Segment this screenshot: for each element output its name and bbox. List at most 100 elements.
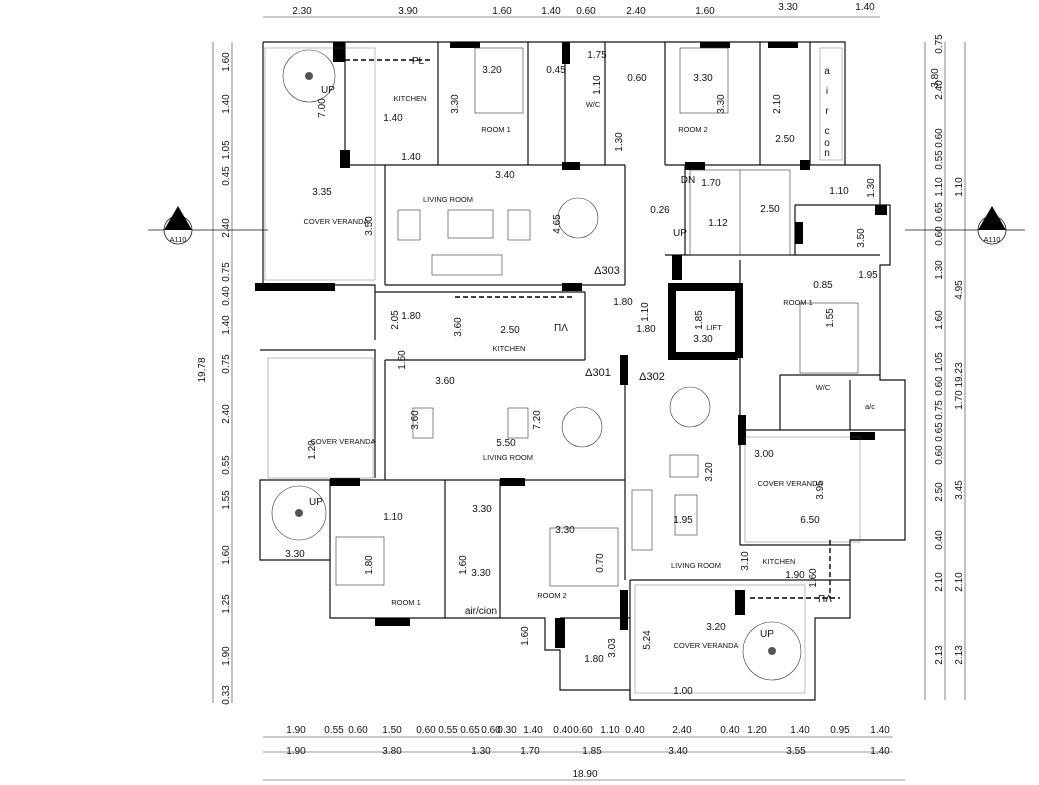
right-dim: 0.55 — [934, 150, 945, 170]
service-label: PL — [412, 56, 425, 67]
inner-dim: 1.80 — [401, 311, 421, 322]
right-dim: 1.05 — [934, 352, 945, 372]
right-dim-outer: 1.10 — [954, 177, 965, 197]
bottom-dim: 1.40 — [870, 725, 890, 736]
level-markers: Δ303 Δ301 Δ302 — [585, 265, 665, 383]
bottom-dim: 0.40 — [625, 725, 645, 736]
room-label: KITCHEN — [763, 557, 796, 566]
bottom-dim: 0.60 — [481, 725, 501, 736]
inner-dim: 1.10 — [592, 75, 603, 95]
right-dim: 2.40 — [934, 80, 945, 100]
room-labels: KITCHEN ROOM 1 W/C ROOM 2 LIVING ROOM CO… — [303, 94, 875, 650]
left-dim: 0.55 — [221, 455, 232, 475]
right-dim: 2.50 — [934, 482, 945, 502]
top-dim: 1.40 — [541, 6, 561, 17]
inner-dim: 2.50 — [775, 134, 795, 145]
room-label: ROOM 1 — [783, 298, 813, 307]
stair-up-label: UP — [673, 228, 687, 239]
room-label: KITCHEN — [394, 94, 427, 103]
room-label: LIFT — [706, 323, 722, 332]
top-dim: 0.60 — [576, 6, 596, 17]
right-dim: 0.60 — [934, 128, 945, 148]
inner-dim: 3.20 — [706, 622, 726, 633]
dimension-lines — [212, 16, 966, 781]
inner-dim: 3.20 — [482, 65, 502, 76]
inner-dim: 1.50 — [397, 350, 408, 370]
bottom-dim: 1.90 — [286, 725, 306, 736]
top-dimensions: 2.30 3.90 1.60 1.40 0.60 2.40 1.60 3.30 … — [292, 2, 875, 17]
level-marker: Δ301 — [585, 367, 611, 379]
bottom-dim: 3.40 — [668, 746, 688, 757]
bottom-dim: 1.10 — [600, 725, 620, 736]
bottom-dim: 1.20 — [747, 725, 767, 736]
bottom-dim: 0.60 — [573, 725, 593, 736]
inner-dim: 1.60 — [520, 626, 531, 646]
stair-up-label: UP — [309, 497, 323, 508]
right-dim: 1.60 — [934, 310, 945, 330]
right-dim: 0.60 — [934, 445, 945, 465]
inner-dimensions: 3.20 0.45 1.75 0.60 3.30 3.30 3.30 2.10 … — [285, 50, 878, 697]
left-dim: 0.75 — [221, 354, 232, 374]
inner-dim: 5.24 — [642, 630, 653, 650]
spiral-stairs — [271, 49, 802, 681]
inner-dim: 3.30 — [471, 568, 491, 579]
inner-dim: 7.20 — [532, 410, 543, 430]
room-label: air/cion — [465, 606, 497, 617]
section-marker-right: 1 A110 — [905, 206, 1025, 245]
bottom-dim: 0.30 — [497, 725, 517, 736]
inner-dim: 4.65 — [552, 214, 563, 234]
bottom-dim: 1.40 — [523, 725, 543, 736]
right-dim: 0.75 — [934, 34, 945, 54]
left-dim: 0.40 — [221, 286, 232, 306]
inner-dim: 3.30 — [285, 549, 305, 560]
right-dim-outer: 3.80 — [930, 68, 941, 88]
room-label: W/C — [586, 100, 601, 109]
structural-columns — [255, 42, 887, 648]
room-label: COVER VERANDA — [303, 217, 368, 226]
stair-up-label: UP — [760, 629, 774, 640]
inner-dim: 3.50 — [364, 216, 375, 236]
furniture — [335, 47, 859, 587]
top-dim: 1.60 — [695, 6, 715, 17]
room-label: LIVING ROOM — [423, 195, 473, 204]
inner-dim: 1.70 — [701, 178, 721, 189]
inner-dim: 3.35 — [312, 187, 332, 198]
bottom-dim: 0.40 — [553, 725, 573, 736]
aircon-letter: i — [826, 86, 828, 97]
top-dim: 2.30 — [292, 6, 312, 17]
left-dim: 1.60 — [221, 52, 232, 72]
inner-dim: 0.26 — [650, 205, 670, 216]
bottom-dim: 0.60 — [348, 725, 368, 736]
bottom-dim: 0.55 — [438, 725, 458, 736]
top-dim: 1.40 — [855, 2, 875, 13]
top-dim: 3.90 — [398, 6, 418, 17]
inner-dim: 6.50 — [800, 515, 820, 526]
left-dimensions: 1.60 1.40 1.05 0.45 2.40 0.75 0.40 1.40 … — [197, 52, 232, 705]
inner-dim: 1.55 — [825, 308, 836, 328]
inner-dim: 3.60 — [410, 410, 421, 430]
left-dim: 1.05 — [221, 140, 232, 160]
service-label: ΠΛ — [818, 594, 832, 605]
inner-dim: 1.10 — [640, 302, 651, 322]
left-dim: 0.33 — [221, 685, 232, 705]
inner-dim: 5.50 — [496, 438, 516, 449]
inner-dim: 0.70 — [595, 553, 606, 573]
top-dim: 2.40 — [626, 6, 646, 17]
room-label: COVER VERANDA — [310, 437, 375, 446]
inner-dim: 3.03 — [607, 638, 618, 658]
right-dim: 0.60 — [934, 226, 945, 246]
inner-dim: 1.12 — [708, 218, 728, 229]
right-dim-outer: 1.70 — [954, 390, 965, 410]
inner-dim: 0.60 — [627, 73, 647, 84]
left-dim: 0.75 — [221, 262, 232, 282]
left-dim: 1.55 — [221, 490, 232, 510]
left-dim: 0.45 — [221, 166, 232, 186]
service-labels: PL ΠΛ ΠΛ — [412, 56, 832, 605]
right-dim: 0.75 — [934, 400, 945, 420]
aircon-letter: r — [825, 106, 829, 117]
stair-down-label: DN — [681, 175, 695, 186]
inner-dim: 2.10 — [772, 94, 783, 114]
right-dim: 0.65 — [934, 202, 945, 222]
room-label: COVER VERANDA — [757, 479, 822, 488]
right-dim: 2.10 — [934, 572, 945, 592]
